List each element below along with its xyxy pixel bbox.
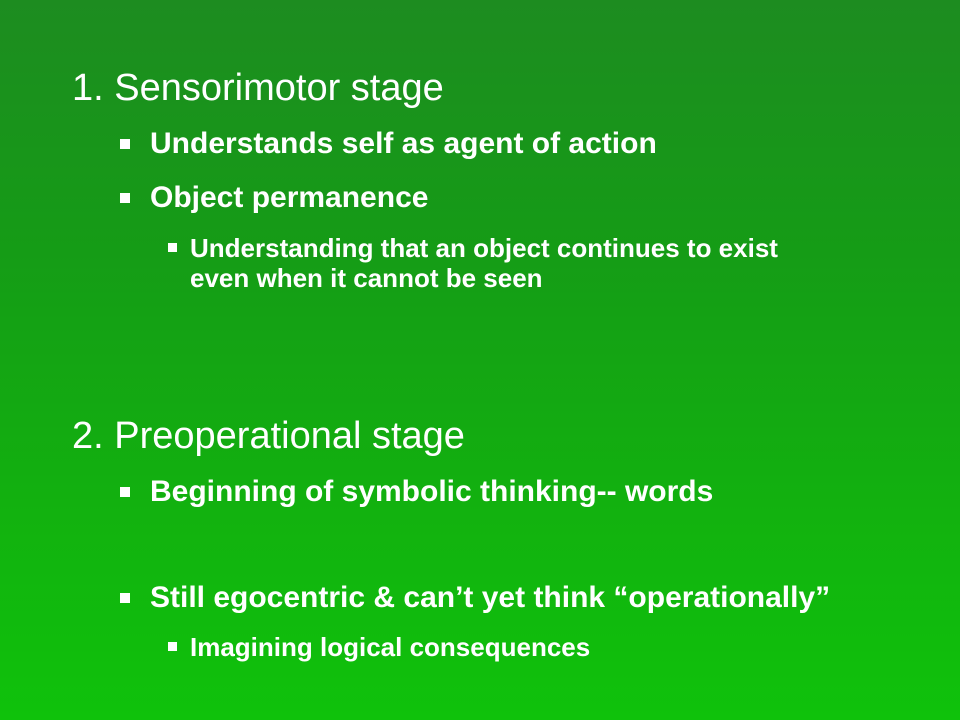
sub-bullet-text-line-2: even when it cannot be seen (190, 263, 543, 293)
bullet-object-permanence: Object permanence (120, 180, 428, 216)
section-heading-sensorimotor: 1. Sensorimotor stage (72, 67, 444, 109)
square-bullet-icon (120, 593, 130, 603)
square-bullet-icon (120, 193, 130, 203)
bullet-egocentric: Still egocentric & can’t yet think “oper… (120, 580, 830, 616)
bullet-text: Still egocentric & can’t yet think “oper… (150, 581, 831, 614)
sub-bullet-text-line-1: Understanding that an object continues t… (190, 233, 778, 263)
sub-bullet-logical-consequences: Imagining logical consequences (168, 632, 590, 662)
square-bullet-icon (120, 139, 130, 149)
square-bullet-icon (168, 642, 177, 651)
sub-bullet-text: Imagining logical consequences (190, 632, 591, 662)
bullet-self-agent: Understands self as agent of action (120, 126, 657, 162)
square-bullet-icon (168, 243, 177, 252)
bullet-text: Beginning of symbolic thinking-- words (150, 475, 714, 508)
sub-bullet-object-permanence-definition: Understanding that an object continues t… (168, 233, 778, 293)
section-heading-preoperational: 2. Preoperational stage (72, 415, 465, 457)
bullet-symbolic-thinking: Beginning of symbolic thinking-- words (120, 474, 713, 510)
square-bullet-icon (120, 487, 130, 497)
bullet-text: Understands self as agent of action (150, 127, 657, 160)
bullet-text: Object permanence (150, 181, 429, 214)
